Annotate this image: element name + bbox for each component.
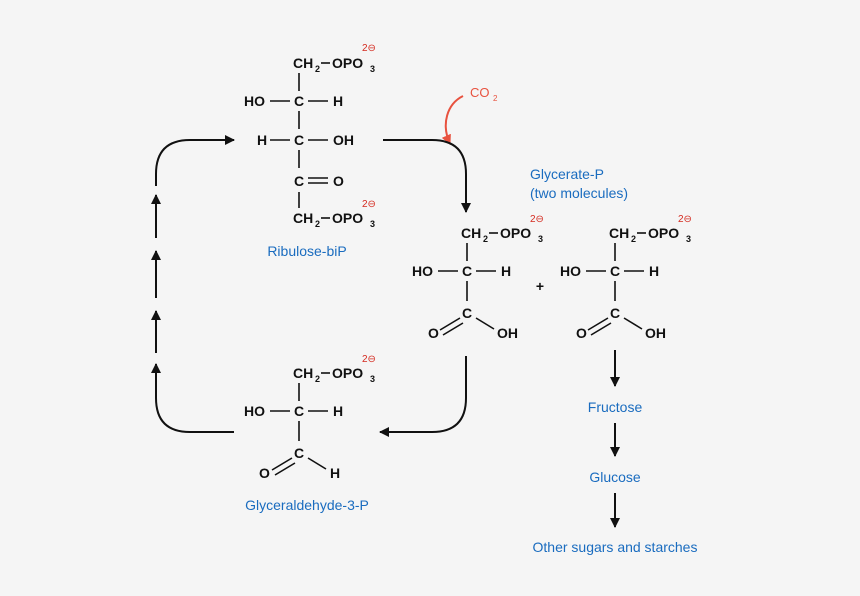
atom-label: C: [294, 132, 304, 148]
atom-label: HO: [244, 403, 265, 419]
glyceraldehyde-label: Glyceraldehyde-3-P: [245, 497, 369, 513]
atom-label: C: [294, 173, 304, 189]
atom-label: HO: [244, 93, 265, 109]
charge-label: 2⊖: [678, 214, 692, 225]
atom-label: OPO: [332, 365, 363, 381]
co2-label: CO: [470, 85, 490, 100]
atom-label: H: [257, 132, 267, 148]
atom-label: CH: [293, 365, 313, 381]
double-bond: [439, 317, 461, 331]
atom-label: CH: [461, 225, 481, 241]
atom-label: C: [294, 403, 304, 419]
atom-label: O: [259, 465, 270, 481]
arrow-glycerate-to-glyceraldehyde: [379, 356, 467, 437]
atom-label: CH: [609, 225, 629, 241]
product-other-sugars: Other sugars and starches: [533, 539, 698, 555]
atom-label: C: [294, 445, 304, 461]
ribulose-structure: CH 2 OPO 3 2⊖ HO C H H C OH C O CH 2 OPO…: [244, 43, 376, 259]
atom-subscript: 2: [315, 64, 320, 74]
glycerate-label: Glycerate-P: [530, 166, 604, 182]
atom-label: H: [501, 263, 511, 279]
atom-subscript: 3: [370, 219, 375, 229]
atom-label: OPO: [332, 55, 363, 71]
atom-label: OH: [333, 132, 354, 148]
atom-label: C: [462, 263, 472, 279]
atom-subscript: 2: [631, 234, 636, 244]
double-bond: [590, 322, 612, 336]
atom-label: HO: [560, 263, 581, 279]
arrow-glyceraldehyde-up: [151, 363, 234, 433]
bond: [475, 317, 495, 330]
double-bond: [274, 462, 296, 476]
atom-label: CH: [293, 55, 313, 71]
bond: [623, 317, 643, 330]
co2-subscript: 2: [493, 94, 498, 103]
atom-label: H: [333, 93, 343, 109]
atom-subscript: 3: [370, 64, 375, 74]
charge-label: 2⊖: [362, 354, 376, 365]
atom-label: H: [330, 465, 340, 481]
double-bond: [442, 322, 464, 336]
bond: [307, 457, 327, 470]
atom-label: OPO: [332, 210, 363, 226]
atom-subscript: 3: [370, 374, 375, 384]
product-fructose: Fructose: [588, 399, 643, 415]
atom-subscript: 2: [315, 219, 320, 229]
charge-label: 2⊖: [530, 214, 544, 225]
atom-label: OPO: [500, 225, 531, 241]
co2-arrow: [441, 95, 464, 145]
plus-sign: +: [536, 278, 544, 294]
atom-label: OPO: [648, 225, 679, 241]
double-bond: [271, 457, 293, 471]
atom-label: H: [649, 263, 659, 279]
charge-label: 2⊖: [362, 43, 376, 54]
charge-label: 2⊖: [362, 199, 376, 210]
atom-label: C: [610, 263, 620, 279]
glycerate-note: (two molecules): [530, 185, 628, 201]
glycerate-structure-left: CH 2 OPO 3 2⊖ HO C H C O OH: [412, 214, 544, 341]
glyceraldehyde-structure: CH 2 OPO 3 2⊖ HO C H C O H Glyceraldehyd…: [244, 354, 376, 513]
atom-label: O: [333, 173, 344, 189]
atom-label: O: [428, 325, 439, 341]
atom-label: OH: [645, 325, 666, 341]
glycerate-structure-right: CH 2 OPO 3 2⊖ HO C H C O OH: [560, 214, 692, 341]
atom-label: OH: [497, 325, 518, 341]
atom-subscript: 3: [538, 234, 543, 244]
product-glucose: Glucose: [589, 469, 641, 485]
arrow-ribulose-to-glycerate: [383, 139, 471, 213]
double-bond: [587, 317, 609, 331]
atom-label: H: [333, 403, 343, 419]
arrow-to-ribulose: [155, 135, 235, 186]
atom-label: C: [294, 93, 304, 109]
atom-label: O: [576, 325, 587, 341]
atom-label: C: [610, 305, 620, 321]
atom-label: HO: [412, 263, 433, 279]
atom-subscript: 2: [315, 374, 320, 384]
atom-subscript: 3: [686, 234, 691, 244]
ribulose-label: Ribulose-biP: [267, 243, 346, 259]
atom-label: C: [462, 305, 472, 321]
atom-subscript: 2: [483, 234, 488, 244]
atom-label: CH: [293, 210, 313, 226]
